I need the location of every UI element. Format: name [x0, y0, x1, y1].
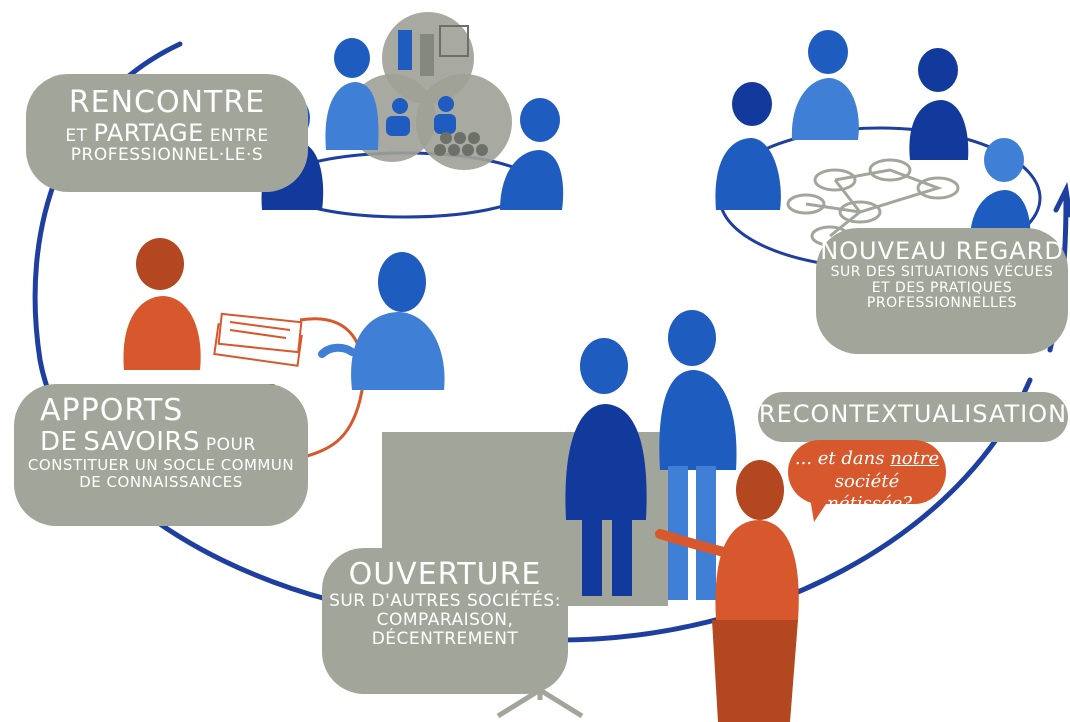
- rencontre-line3: PROFESSIONNEL·LE·S: [70, 145, 264, 166]
- speech-underlined: notre: [890, 448, 940, 469]
- ouverture-title: OUVERTURE: [348, 557, 542, 592]
- apports-line2-b: SAVOIRS: [83, 426, 200, 457]
- ring-arrowhead: [1053, 181, 1070, 218]
- rencontre-line2-c: ENTRE: [209, 125, 269, 146]
- speech-bubble: ... et dans notre société métissée?: [788, 440, 946, 514]
- bubble-nouveau-regard: NOUVEAU REGARD SUR DES SITUATIONS VÉCUES…: [816, 228, 1068, 354]
- speech-tail: [810, 498, 830, 522]
- speaker-woman: [655, 460, 799, 722]
- speech-part1: ... et dans: [794, 448, 891, 469]
- ouverture-line4: DÉCENTREMENT: [371, 628, 519, 649]
- bubble-recontextualisation: RECONTEXTUALISATION: [758, 392, 1068, 442]
- standing-people: [565, 310, 737, 600]
- nouveau-title: NOUVEAU REGARD: [820, 237, 1064, 265]
- rencontre-line2-a: ET: [65, 125, 88, 146]
- recontext-title: RECONTEXTUALISATION: [758, 400, 1068, 428]
- apports-line2-c: POUR: [205, 434, 256, 455]
- papers-stack: [213, 312, 303, 367]
- bubble-rencontre: RENCONTRE ET PARTAGE ENTRE PROFESSIONNEL…: [26, 74, 308, 192]
- rencontre-title: RENCONTRE: [68, 85, 266, 120]
- apports-line4: DE CONNAISSANCES: [79, 472, 243, 491]
- nouveau-line3: ET DES PRATIQUES: [871, 279, 1013, 296]
- nouveau-line2: SUR DES SITUATIONS VÉCUES: [830, 263, 1054, 280]
- apports-line2-a: DE: [40, 426, 78, 457]
- ouverture-line2: SUR D'AUTRES SOCIÉTÉS:: [329, 590, 561, 611]
- workshop-scene: [715, 30, 1042, 270]
- speech-part2: société métissée?: [821, 470, 913, 515]
- apports-title: APPORTS: [40, 393, 184, 428]
- ouverture-line3: COMPARAISON,: [376, 609, 514, 630]
- rencontre-line2-b: PARTAGE: [93, 118, 204, 147]
- bubble-apports: APPORTS DE SAVOIRS POUR CONSTITUER UN SO…: [14, 384, 308, 526]
- bubble-ouverture: OUVERTURE SUR D'AUTRES SOCIÉTÉS: COMPARA…: [322, 548, 568, 694]
- nouveau-line4: PROFESSIONNELLES: [866, 295, 1018, 312]
- apports-line3: CONSTITUER UN SOCLE COMMUN: [27, 455, 295, 474]
